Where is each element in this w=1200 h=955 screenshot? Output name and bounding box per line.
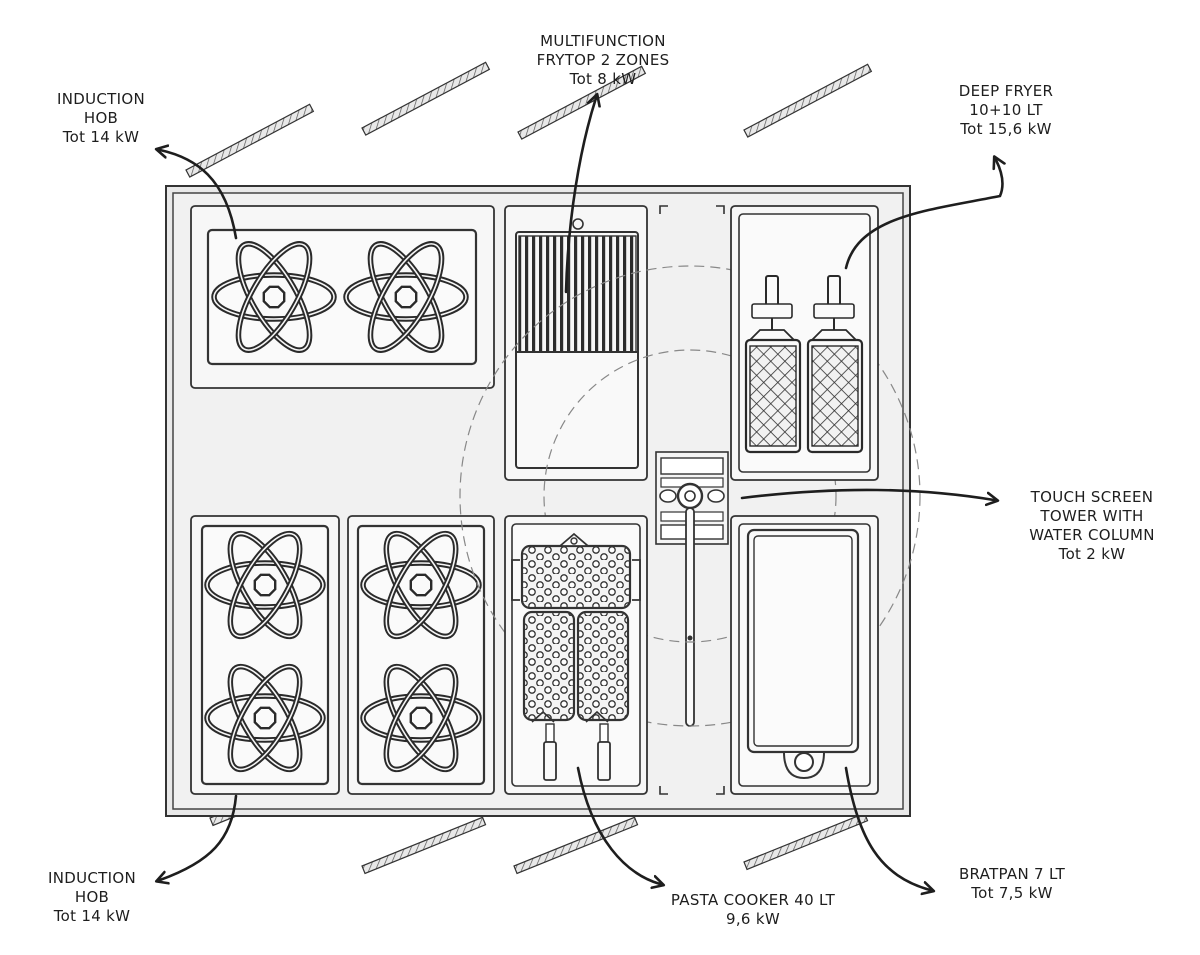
label-line: BRATPAN 7 LT: [958, 865, 1066, 883]
induction-zone-icon: [360, 663, 482, 773]
pasta-basket-large: [520, 544, 632, 610]
label-line: DEEP FRYER: [958, 82, 1054, 100]
bratpan-spout-icon: [794, 752, 814, 772]
frytop-unit: [504, 205, 648, 481]
arrow-induction-hob-top: [160, 150, 238, 240]
label-induction-hob-top: INDUCTION HOB Tot 14 kW: [57, 90, 145, 147]
label-line: FRYTOP 2 ZONES: [536, 51, 670, 69]
label-line: TOWER WITH: [1040, 507, 1144, 525]
deep-fryer-unit: [730, 205, 879, 481]
arrow-frytop: [564, 98, 596, 294]
fryer-basket-icon: [806, 275, 864, 454]
label-power: Tot 8 kW: [569, 70, 637, 88]
induction-zone-icon: [204, 663, 326, 773]
label-line: HOB: [83, 109, 119, 127]
label-line: 10+10 LT: [969, 101, 1043, 119]
label-power: Tot 2 kW: [1058, 545, 1126, 563]
label-frytop: MULTIFUNCTION FRYTOP 2 ZONES Tot 8 kW: [537, 32, 670, 89]
drain-hole-icon: [572, 218, 584, 230]
label-line: INDUCTION: [57, 90, 145, 108]
pasta-cooker-unit: [504, 515, 648, 795]
label-line: MULTIFUNCTION: [540, 32, 666, 50]
touch-screen-tower: [459, 205, 921, 795]
induction-zone-icon: [360, 530, 482, 640]
arrow-induction-hob-bottom: [160, 794, 238, 880]
support-leg: [185, 103, 315, 178]
label-power: Tot 14 kW: [62, 128, 140, 146]
callout-arrows: [160, 98, 1003, 890]
label-bratpan: BRATPAN 7 LT Tot 7,5 kW: [959, 865, 1065, 903]
induction-zone-icon: [211, 241, 337, 353]
label-line: INDUCTION: [48, 869, 136, 887]
water-column-spout: [685, 507, 695, 727]
swing-radius-inner: [543, 349, 837, 643]
label-line: HOB: [74, 888, 110, 906]
label-power: Tot 14 kW: [53, 907, 131, 925]
induction-zone-icon: [204, 530, 326, 640]
label-power: 9,6 kW: [726, 910, 780, 928]
label-power: Tot 7,5 kW: [971, 884, 1053, 902]
label-power: Tot 15,6 kW: [960, 120, 1052, 138]
induction-hob-bottom: [190, 515, 495, 795]
water-column-pivot-icon: [676, 482, 704, 510]
bratpan-unit: [730, 515, 879, 795]
support-leg: [361, 816, 487, 875]
fryer-basket-icon: [744, 275, 802, 454]
induction-zone-icon: [343, 241, 469, 353]
label-induction-hob-bottom: INDUCTION HOB Tot 14 kW: [48, 869, 136, 926]
support-leg: [361, 61, 491, 136]
frytop-ribbed-zone: [518, 235, 637, 353]
support-leg: [743, 812, 869, 871]
pasta-basket-small: [522, 610, 576, 722]
label-line: PASTA COOKER 40 LT: [670, 891, 836, 909]
induction-hob-top: [190, 205, 495, 389]
pasta-basket-small: [576, 610, 630, 722]
label-line: TOUCH SCREEN: [1030, 488, 1154, 506]
arrow-pasta-cooker: [576, 766, 660, 884]
touch-screen-display: [660, 457, 724, 475]
swing-radius-outer: [459, 265, 921, 727]
label-line: WATER COLUMN: [1029, 526, 1155, 544]
label-touch-screen-tower: TOUCH SCREEN TOWER WITH WATER COLUMN Tot…: [1029, 488, 1155, 564]
arrow-touch-screen: [740, 488, 994, 500]
support-leg: [743, 63, 873, 138]
label-deep-fryer: DEEP FRYER 10+10 LT Tot 15,6 kW: [959, 82, 1053, 139]
arrow-deep-fryer: [844, 160, 1003, 270]
label-pasta-cooker: PASTA COOKER 40 LT 9,6 kW: [671, 891, 835, 929]
support-leg: [513, 816, 639, 875]
support-leg: [517, 65, 647, 140]
arrow-bratpan: [844, 766, 930, 890]
